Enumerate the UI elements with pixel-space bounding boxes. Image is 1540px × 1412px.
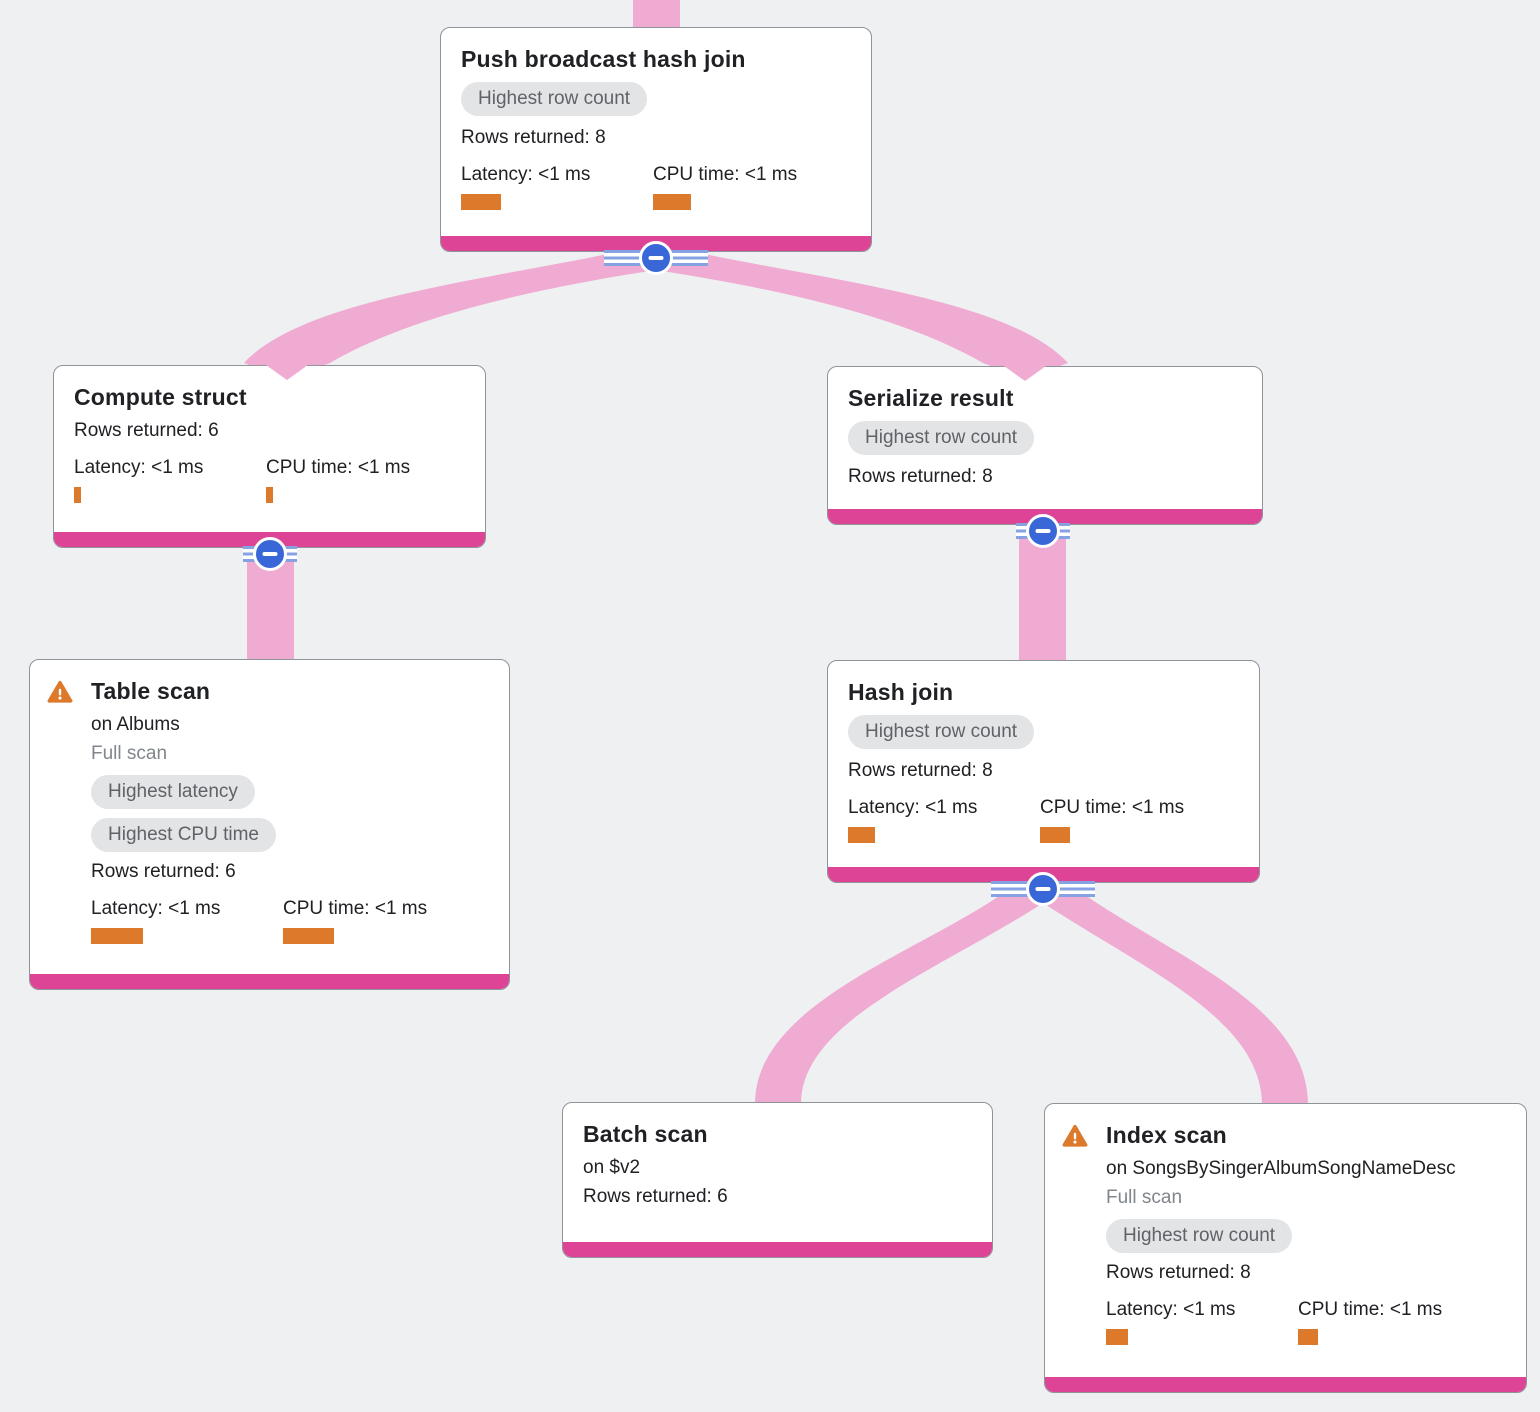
node-title: Hash join — [848, 679, 954, 705]
junction-push-broadcast — [604, 241, 708, 275]
badge-highest-cpu-time: Highest CPU time — [91, 818, 276, 852]
edge-parent-to-push-broadcast — [633, 0, 680, 30]
cpu-metric: CPU time: <1 ms — [266, 457, 458, 503]
junction-hash-join — [991, 872, 1095, 906]
node-accent-bar — [30, 974, 509, 989]
latency-bar — [1106, 1329, 1128, 1345]
badge-highest-row-count: Highest row count — [848, 421, 1035, 455]
node-title: Table scan — [91, 678, 211, 704]
badge-highest-row-count: Highest row count — [848, 715, 1035, 749]
collapse-button[interactable] — [1026, 872, 1060, 906]
collapse-button[interactable] — [639, 241, 673, 275]
rows-returned: Rows returned: 6 — [74, 420, 219, 441]
edge-serialize-result-to-hash-join — [1019, 527, 1066, 663]
plan-node-index-scan[interactable]: Index scan on SongsBySingerAlbumSongName… — [1044, 1103, 1527, 1393]
node-title: Batch scan — [583, 1121, 708, 1147]
latency-metric: Latency: <1 ms — [1106, 1299, 1298, 1345]
badge-highest-row-count: Highest row count — [461, 82, 648, 116]
plan-node-batch-scan[interactable]: Batch scan on $v2 Rows returned: 6 — [562, 1102, 993, 1258]
rows-returned: Rows returned: 8 — [1106, 1262, 1251, 1283]
rows-returned: Rows returned: 8 — [848, 466, 993, 487]
rows-returned: Rows returned: 6 — [583, 1186, 728, 1207]
plan-node-push-broadcast-hash-join[interactable]: Push broadcast hash join Highest row cou… — [440, 27, 872, 252]
badge-highest-row-count: Highest row count — [1106, 1219, 1293, 1253]
cpu-metric: CPU time: <1 ms — [653, 164, 845, 210]
plan-node-hash-join[interactable]: Hash join Highest row count Rows returne… — [827, 660, 1260, 883]
latency-metric: Latency: <1 ms — [848, 797, 1040, 843]
latency-metric: Latency: <1 ms — [91, 898, 283, 944]
scan-type-label: Full scan — [1106, 1187, 1183, 1208]
collapse-button[interactable] — [253, 537, 287, 571]
node-target: on Albums — [91, 714, 180, 735]
edge-push-broadcast-to-compute-struct — [244, 254, 656, 379]
junction-compute-struct — [243, 537, 297, 571]
latency-bar — [91, 928, 143, 944]
edge-push-broadcast-to-serialize-result — [656, 254, 1068, 379]
rows-returned: Rows returned: 8 — [848, 760, 993, 781]
cpu-bar — [283, 928, 334, 944]
plan-node-compute-struct[interactable]: Compute struct Rows returned: 6 Latency:… — [53, 365, 486, 548]
node-title: Serialize result — [848, 385, 1014, 411]
cpu-metric: CPU time: <1 ms — [1298, 1299, 1490, 1345]
cpu-bar — [1040, 827, 1070, 843]
latency-bar — [74, 487, 81, 503]
latency-metric: Latency: <1 ms — [74, 457, 266, 503]
latency-bar — [461, 194, 501, 210]
edge-arrow-tip — [266, 365, 308, 380]
rows-returned: Rows returned: 6 — [91, 861, 236, 882]
node-target: on SongsBySingerAlbumSongNameDesc — [1106, 1158, 1456, 1179]
badge-highest-latency: Highest latency — [91, 775, 255, 809]
warning-icon — [1062, 1124, 1088, 1147]
scan-type-label: Full scan — [91, 743, 168, 764]
cpu-bar — [1298, 1329, 1318, 1345]
node-target: on $v2 — [583, 1157, 641, 1178]
plan-node-serialize-result[interactable]: Serialize result Highest row count Rows … — [827, 366, 1263, 525]
cpu-bar — [653, 194, 691, 210]
cpu-bar — [266, 487, 273, 503]
cpu-metric: CPU time: <1 ms — [1040, 797, 1232, 843]
node-title: Push broadcast hash join — [461, 46, 746, 72]
node-accent-bar — [1045, 1377, 1526, 1392]
latency-bar — [848, 827, 875, 843]
cpu-metric: CPU time: <1 ms — [283, 898, 475, 944]
junction-serialize-result — [1016, 514, 1070, 548]
node-accent-bar — [563, 1242, 992, 1257]
node-title: Index scan — [1106, 1122, 1227, 1148]
edge-hash-join-to-batch-scan — [755, 884, 1043, 1104]
latency-metric: Latency: <1 ms — [461, 164, 653, 210]
node-title: Compute struct — [74, 384, 247, 410]
rows-returned: Rows returned: 8 — [461, 127, 606, 148]
warning-icon — [47, 680, 73, 703]
edge-arrow-tip — [1004, 366, 1046, 381]
plan-node-table-scan[interactable]: Table scan on Albums Full scan Highest l… — [29, 659, 510, 990]
collapse-button[interactable] — [1026, 514, 1060, 548]
edge-hash-join-to-index-scan — [1043, 884, 1308, 1105]
